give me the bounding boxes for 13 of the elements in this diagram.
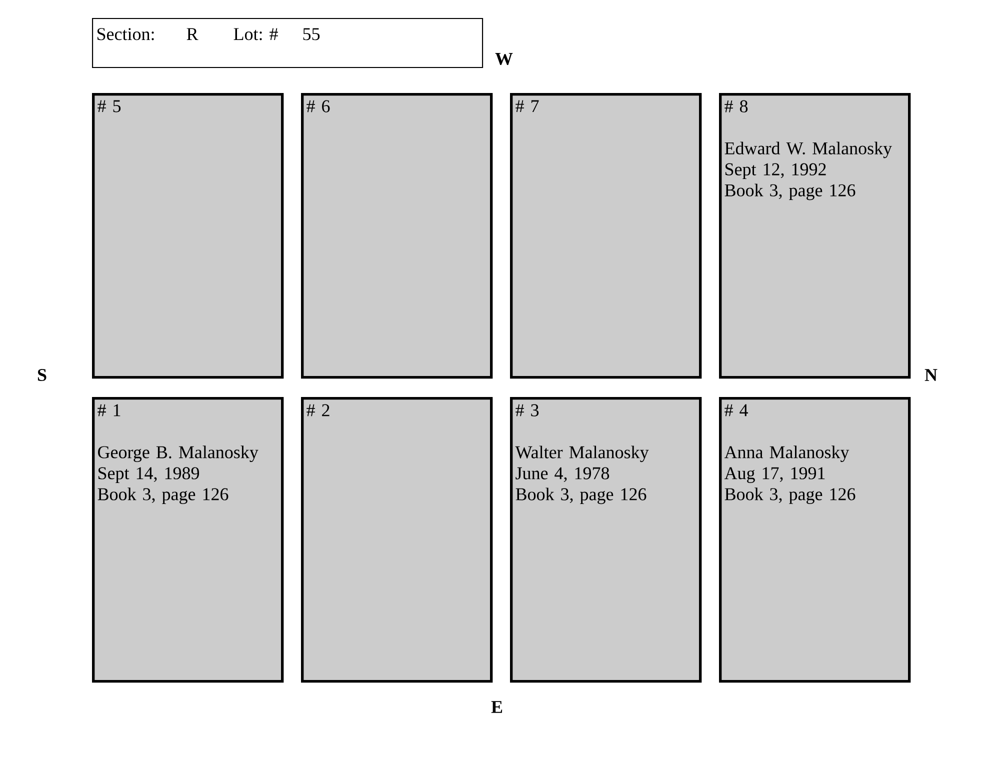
compass-label: E: [491, 701, 502, 713]
plot-box: # 5: [92, 93, 284, 379]
compass-label: W: [495, 52, 513, 66]
compass-label: N: [924, 369, 938, 381]
plot-box: # 4 Anna Malanosky Aug 17, 1991 Book 3, page 126: [719, 397, 911, 683]
header-box: Section: R Lot: # 55: [92, 18, 484, 68]
compass-label: S: [38, 368, 46, 382]
plot-box: # 6: [301, 93, 493, 379]
plot-box: # 8 Edward W. Malanosky Sept 12, 1992 Book 3, page 126: [719, 93, 911, 379]
plot-box: # 1 George B. Malanosky Sept 14, 1989 Book 3, page 126: [92, 397, 284, 683]
plot-box: # 2: [301, 397, 493, 683]
plot-box: # 7: [510, 93, 702, 379]
plot-box: # 3 Walter Malanosky June 4, 1978 Book 3, page 126: [510, 397, 702, 683]
